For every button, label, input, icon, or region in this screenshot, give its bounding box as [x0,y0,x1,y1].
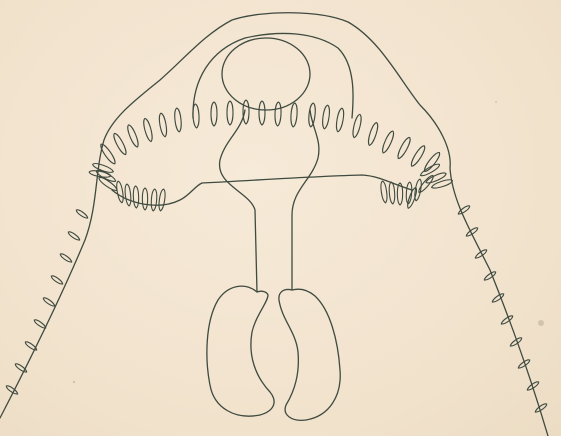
body-spine [483,270,497,281]
oral-spine [308,103,316,127]
oral-spine [396,136,413,160]
collar-spine [116,181,125,204]
pharynx [220,110,319,292]
paper-specks [73,101,544,383]
oral-spine [174,108,182,132]
oral-spine [335,108,345,133]
collar-spine [124,184,132,206]
body-spine [42,296,56,307]
collar-spine [142,188,147,210]
collar-spine [97,176,118,193]
body-spine [33,318,47,329]
oral-spine [243,100,249,124]
collar-spine [133,186,139,208]
oral-spine [290,103,298,127]
oral-spine [158,113,168,138]
oral-spine [366,122,379,147]
body-spines-left [5,208,89,395]
oral-spine [211,102,217,126]
oral-spine [126,124,141,149]
collar-spine [151,189,158,211]
collar-spine [158,189,166,212]
oral-spine [275,102,282,126]
body-spine [465,226,479,237]
collar-spine [389,182,396,204]
oral-spine [409,144,427,168]
ventral-sucker-left [207,286,274,416]
oral-sucker [222,38,310,110]
body-spine [59,252,73,263]
head-outline [0,13,548,436]
oral-spine [112,132,129,156]
body-spines-right [457,204,548,413]
body-spine [75,208,89,219]
oral-spine [351,114,363,139]
oral-spine [321,105,330,130]
body-spine [50,274,64,285]
ventral-sucker-right [279,289,340,420]
oral-spine [192,104,199,128]
collar-spine [89,170,112,179]
oral-spine [259,101,265,125]
collar-spine [431,178,454,190]
oral-spine [142,118,154,143]
body-spine [474,248,488,259]
oral-spines [99,100,442,173]
oral-spine [227,101,233,125]
oral-spine [380,130,395,154]
collar-spine [419,162,441,178]
body-spine [67,230,81,241]
oral-cap-outline [193,33,353,118]
body-spine [500,314,514,325]
collar-spine [380,181,388,204]
oral-spine [99,142,118,165]
